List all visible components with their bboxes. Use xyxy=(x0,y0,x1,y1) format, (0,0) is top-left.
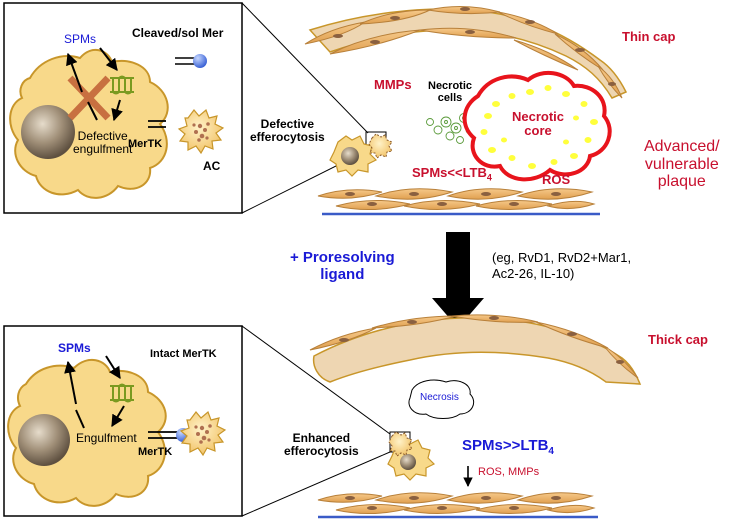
top-media-nuclei xyxy=(345,192,561,206)
bottom-media-smcs xyxy=(317,492,596,515)
top-media-smcs xyxy=(317,188,596,211)
plaque-status-label: Advanced/ vulnerable plaque xyxy=(644,138,720,191)
top-plaque-nucleus xyxy=(341,147,359,165)
top-inset-ac-label: AC xyxy=(203,159,221,173)
receptor-icon xyxy=(110,75,134,95)
necrotic-core xyxy=(462,70,612,182)
top-inset-spms-label: SPMs xyxy=(64,32,97,46)
bottom-inset-spms-label: SPMs xyxy=(58,341,91,355)
necrosis-area xyxy=(408,379,475,419)
spms-greater-ltb4-subscript: 4 xyxy=(548,446,554,457)
sol-mer-ball xyxy=(193,54,207,68)
top-cap-cells xyxy=(304,5,623,99)
top-inset-mertk-label: MerTK xyxy=(128,138,163,150)
necrotic-core-debris xyxy=(480,85,598,169)
top-inset-cleaved-sol-mer-label: Cleaved/sol Mer xyxy=(132,26,224,40)
bottom-arrow-engulf-up xyxy=(75,409,85,429)
top-plaque-ac xyxy=(368,133,393,159)
bottom-apoptotic-cell-bodies xyxy=(194,424,212,444)
bottom-thick-cap xyxy=(312,317,642,385)
bottom-inset-nucleus xyxy=(18,414,70,466)
apoptotic-cell-bodies xyxy=(192,122,210,142)
bottom-arrow-to-receptor xyxy=(105,355,121,380)
top-cap-nuclei xyxy=(333,7,616,86)
bottom-plaque-nucleus xyxy=(400,454,416,470)
arrow-to-spms xyxy=(66,52,83,93)
spms-greater-ltb4-label: SPMs>>LTB4 xyxy=(462,437,554,457)
spms-greater-ltb4-text: SPMs>>LTB xyxy=(462,437,549,454)
ligand-examples-label: (eg, RvD1, RvD2+Mar1, Ac2-26, IL-10) xyxy=(492,250,632,282)
bottom-zoom-line-upper xyxy=(241,325,391,435)
mmps-label: MMPs xyxy=(374,77,412,92)
bottom-arrow-receptor-to-engulf xyxy=(111,405,125,428)
bottom-cap-nuclei xyxy=(339,316,624,364)
spms-less-ltb4-subscript: 4 xyxy=(486,172,492,183)
proresolving-ligand-label: + Proresolving ligand xyxy=(290,249,395,283)
arrow-mer-to-receptor xyxy=(99,47,118,71)
bottom-media-nuclei xyxy=(345,496,561,510)
ros-label: ROS xyxy=(542,172,571,187)
bottom-inset-engulfment-label: Engulfment xyxy=(76,431,137,445)
ros-mmps-label: ROS, MMPs xyxy=(478,466,540,478)
bottom-inset-macrophage xyxy=(7,358,167,507)
bottom-arrow-to-spms xyxy=(64,360,77,405)
necrotic-core-label: Necrotic core xyxy=(512,109,565,139)
arrow-receptor-to-engulf xyxy=(111,99,123,122)
bottom-plaque-ac xyxy=(388,431,413,457)
necrosis-label: Necrosis xyxy=(420,392,459,403)
arrow-bottom-engulf xyxy=(87,101,98,121)
enhanced-efferocytosis-label: Enhanced efferocytosis xyxy=(284,431,359,459)
apoptotic-cell xyxy=(177,108,225,155)
necrotic-cells-label: Necrotic cells xyxy=(428,80,473,105)
transition-arrow xyxy=(432,232,484,328)
thin-cap-label: Thin cap xyxy=(622,29,676,44)
blocked-x-icon xyxy=(67,75,111,121)
bottom-inset-mertk-label: MerTK xyxy=(138,446,173,458)
top-zoom-line-upper xyxy=(241,2,369,134)
bottom-apoptotic-cell xyxy=(179,410,227,457)
bottom-zoom-line-lower xyxy=(241,451,391,517)
defective-efferocytosis-label: Defective efferocytosis xyxy=(250,117,325,145)
bottom-receptor-icon xyxy=(110,383,134,403)
intact-mertk-label: Intact MerTK xyxy=(150,348,217,360)
top-inset-nucleus xyxy=(21,105,75,159)
spms-less-ltb4-text: SPMs<<LTB xyxy=(412,165,487,180)
spms-less-ltb4-label: SPMs<<LTB4 xyxy=(412,165,492,183)
thick-cap-label: Thick cap xyxy=(648,332,708,347)
top-inset-defective-engulfment-label: Defective engulfment xyxy=(73,129,133,157)
